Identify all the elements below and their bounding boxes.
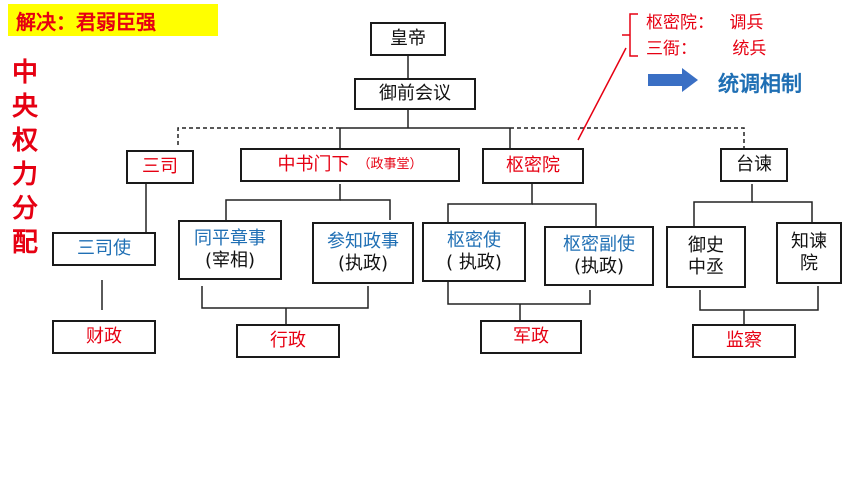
zhongshu-box: 中书门下 （政事堂） [240, 148, 460, 182]
jiancha-label: 监察 [726, 329, 762, 351]
tongping-role: (宰相) [204, 250, 256, 271]
shumiyuan-box: 枢密院 [482, 148, 584, 184]
side-title-char: 权 [11, 126, 38, 156]
side-title-char: 中 [11, 58, 38, 88]
note-sanya-label: 三衙： [646, 39, 697, 59]
side-title-char: 央 [11, 92, 38, 122]
tongping-title: 同平章事 [194, 227, 266, 249]
zhengshitang-label: （政事堂） [357, 156, 423, 172]
side-title-char: 配 [11, 228, 38, 258]
note-shumiyuan: 枢密院： 调兵 [646, 8, 763, 33]
side-title: 中 央 权 力 分 配 [8, 56, 42, 260]
shumishi-box: 枢密使 ( 执政) [422, 222, 526, 282]
canzhi-box: 参知政事 (执政) [312, 222, 414, 284]
caizheng-box: 财政 [52, 320, 156, 354]
sansi-box: 三司 [126, 150, 194, 184]
yushi-line2: 中丞 [688, 257, 724, 278]
side-title-char: 力 [11, 160, 38, 190]
zhijian-line2: 院 [800, 253, 818, 274]
zhijian-line1: 知谏 [791, 230, 827, 252]
council-label: 御前会议 [379, 82, 451, 104]
emperor-label: 皇帝 [390, 27, 426, 49]
solution-text: 解决：君弱臣强 [16, 9, 156, 34]
xingzheng-box: 行政 [236, 324, 340, 358]
right-arrow-icon [648, 68, 698, 92]
shumishi-role: ( 执政) [446, 252, 502, 273]
note-shumiyuan-label: 枢密院： [646, 13, 714, 33]
sansishi-label: 三司使 [77, 237, 131, 259]
sansishi-box: 三司使 [52, 232, 156, 266]
zhongshu-label: 中书门下 [277, 153, 350, 175]
shumifu-role: (执政) [573, 256, 625, 277]
yushi-line1: 御史 [688, 234, 724, 256]
shumiyuan-label: 枢密院 [506, 154, 560, 176]
side-title-char: 分 [11, 194, 38, 224]
council-box: 御前会议 [354, 78, 476, 110]
note-sanya-duty: 统兵 [732, 39, 767, 59]
yushi-box: 御史 中丞 [666, 226, 746, 288]
canzhi-title: 参知政事 [327, 230, 399, 252]
emperor-box: 皇帝 [370, 22, 446, 56]
shumishi-title: 枢密使 [447, 229, 501, 251]
junzheng-box: 军政 [480, 320, 582, 354]
shumifu-box: 枢密副使 (执政) [544, 226, 654, 286]
taijian-box: 台谏 [720, 148, 788, 182]
canzhi-role: (执政) [337, 253, 389, 274]
coordination-label: 统调相制 [718, 72, 802, 96]
note-shumiyuan-duty: 调兵 [729, 13, 764, 33]
jiancha-box: 监察 [692, 324, 796, 358]
xingzheng-label: 行政 [270, 329, 306, 351]
note-sanya: 三衙： 统兵 [646, 34, 766, 59]
shumifu-title: 枢密副使 [563, 233, 635, 255]
caizheng-label: 财政 [86, 325, 122, 347]
solution-banner: 解决：君弱臣强 [8, 4, 218, 36]
sansi-label: 三司 [142, 155, 178, 177]
taijian-label: 台谏 [736, 153, 772, 175]
tongping-box: 同平章事 (宰相) [178, 220, 282, 280]
junzheng-label: 军政 [513, 325, 549, 347]
zhijian-box: 知谏 院 [776, 222, 842, 284]
